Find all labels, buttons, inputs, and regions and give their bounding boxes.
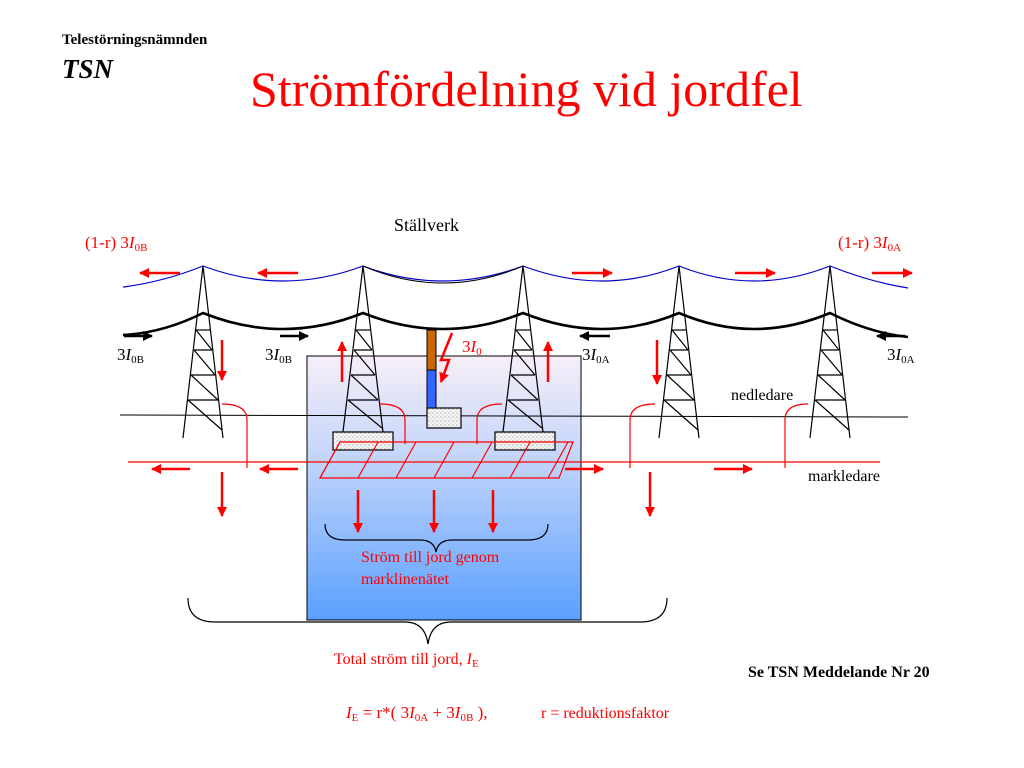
transformer-foundation [426,407,462,429]
organization-name: Telestörningsnämnden [62,32,208,48]
earth-current-text-line2: marklinenätet [361,571,450,588]
current-left-top-label: (1-r) 3I0B [85,233,147,254]
total-current-label: Total ström till jord, IE [334,651,479,670]
tower-5 [809,265,851,439]
tower-1 [182,265,224,439]
tower-4 [658,265,700,439]
foundation-right [494,431,556,451]
current-left-inner-label: 3I0B [265,345,292,366]
earth-current-text-line1: Ström till jord genom [361,549,500,566]
formula: IE = r*( 3I0A + 3I0B ), [345,703,487,724]
fault-current-label: 3I0 [462,337,482,358]
overhead-wire-label: nedledare [731,387,793,404]
outer-brace [187,597,668,645]
overhead-ground-line [119,414,909,418]
phase-conductor [122,311,909,339]
fault-lightning-icon [439,332,454,383]
ground-wire-label: markledare [808,468,880,485]
current-left-outer-label: 3I0B [117,345,144,366]
current-right-top-label: (1-r) 3I0A [838,233,901,254]
current-right-outer-label: 3I0A [887,345,915,366]
substation-wire [362,265,524,284]
inner-brace [324,523,549,553]
tower-2 [342,265,384,433]
reference-note: Se TSN Meddelande Nr 20 [748,664,930,681]
foundation-left [332,431,394,451]
substation-label: Ställverk [394,215,459,235]
down-conductors [221,403,809,468]
organization-abbreviation: TSN [62,54,114,84]
current-right-inner-label: 3I0A [582,345,610,366]
fault-element-upper [426,329,437,371]
fault-element-lower [426,369,437,409]
formula-note: r = reduktionsfaktor [541,705,670,722]
tower-3 [502,265,544,433]
page-title: Strömfördelning vid jordfel [250,61,803,117]
ground-grid [318,441,574,479]
